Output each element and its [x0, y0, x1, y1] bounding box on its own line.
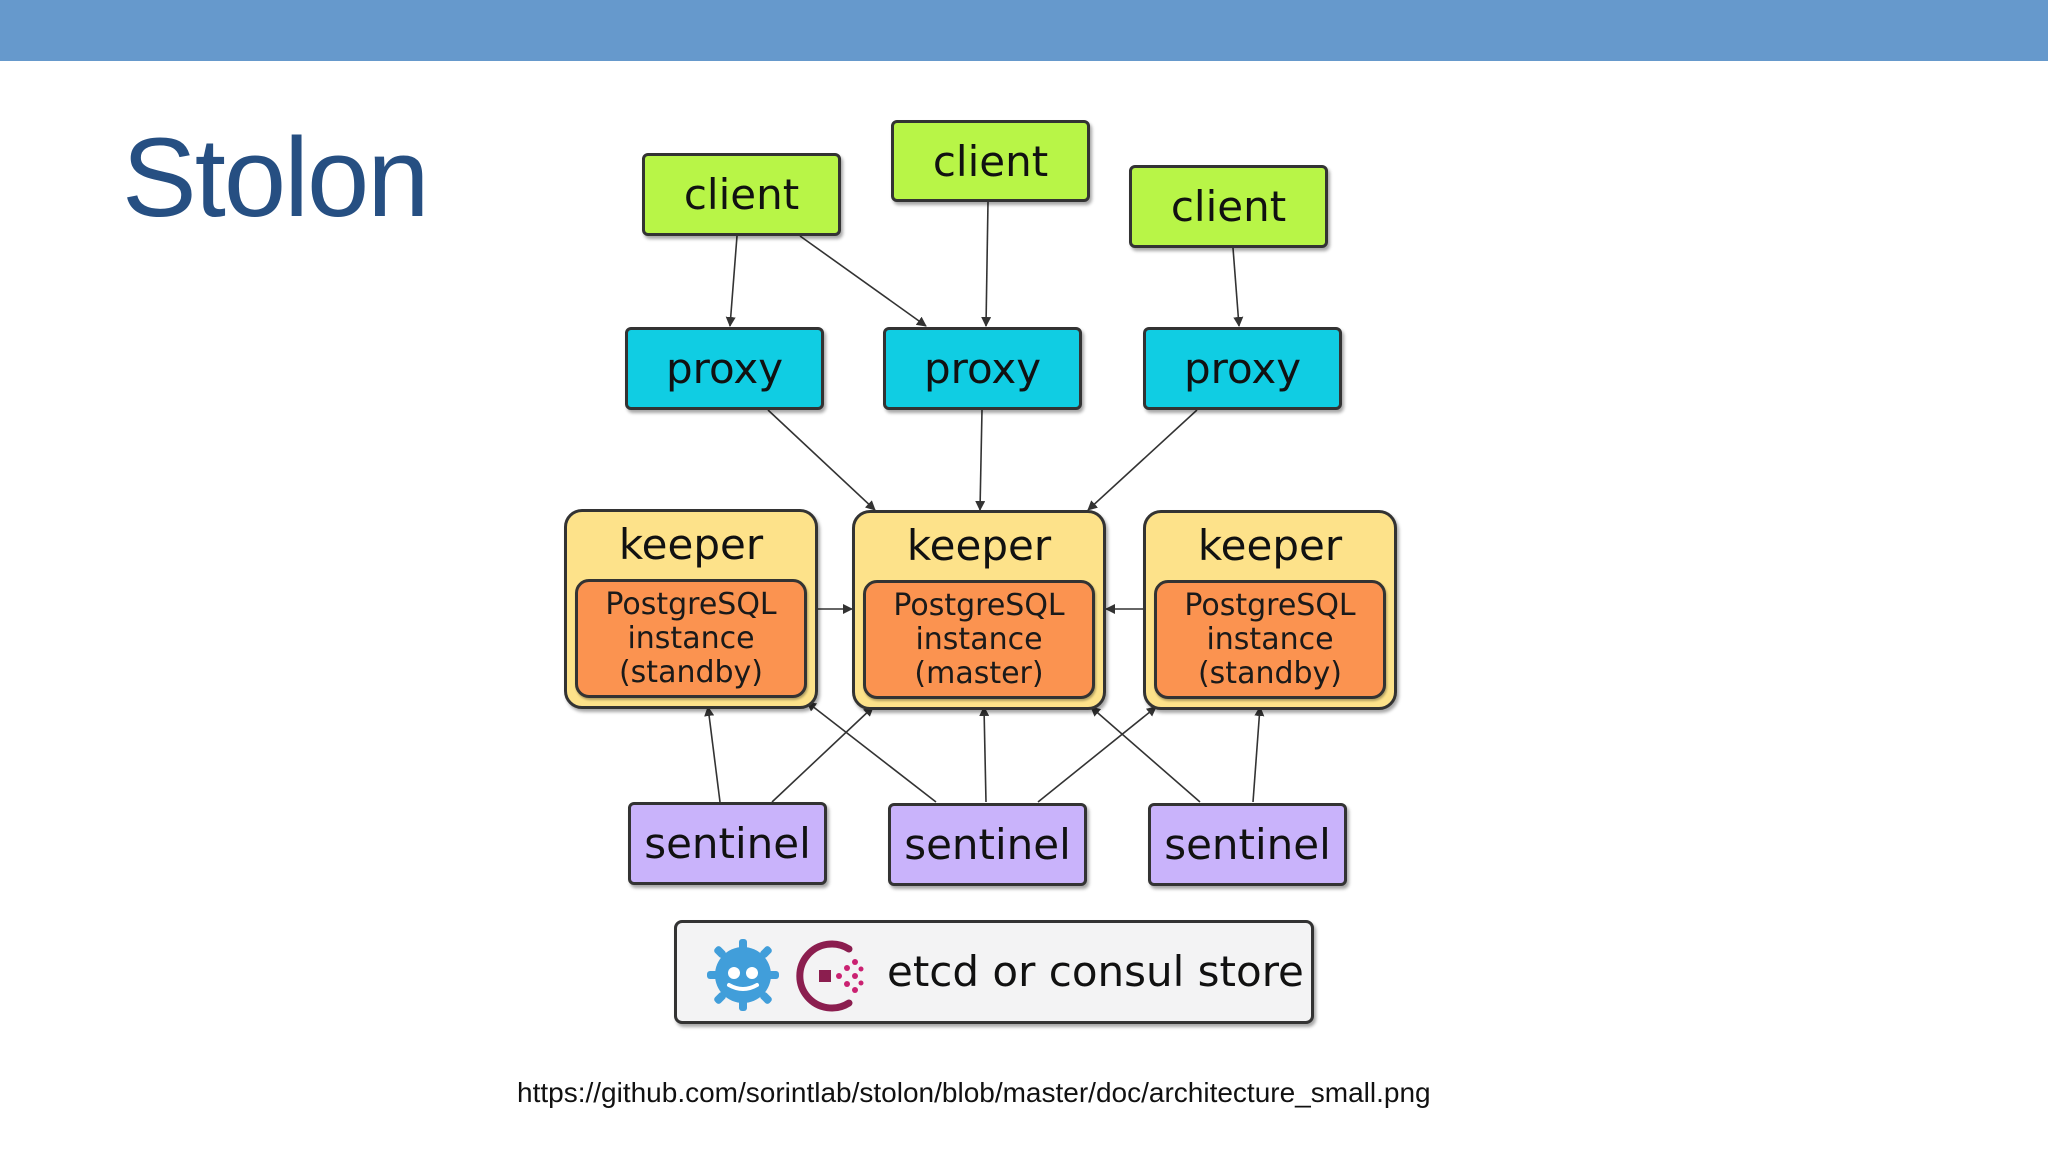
edge-client-3-proxy-3 — [1232, 247, 1244, 327]
pg-line: instance — [627, 620, 755, 656]
top-bar — [0, 0, 2048, 61]
pg-line: PostgreSQL — [605, 586, 777, 622]
source-url: https://github.com/sorintlab/stolon/blob… — [517, 1077, 1431, 1108]
keeper-label: keeper — [906, 521, 1052, 570]
edge-sentinel-1-keeper-1 — [704, 706, 721, 803]
proxy-label: proxy — [1183, 344, 1302, 393]
postgresql-instance-standby: PostgreSQL instance (standby) — [1154, 580, 1386, 699]
store-node: etcd or consul store — [674, 920, 1314, 1024]
edge-client-1-proxy-1 — [725, 235, 738, 327]
proxy-label: proxy — [665, 344, 784, 393]
consul-icon — [796, 940, 864, 1012]
keeper-node-1: keeper PostgreSQL instance (standby) — [564, 509, 818, 709]
proxy-node-2: proxy — [883, 327, 1082, 410]
edge-sentinel-2-keeper-1 — [806, 701, 937, 803]
postgresql-instance-standby: PostgreSQL instance (standby) — [575, 579, 807, 698]
client-node-1: client — [642, 153, 841, 236]
pg-line: instance — [915, 621, 1043, 657]
edge-proxy-3-keeper-2 — [1087, 409, 1198, 511]
proxy-node-1: proxy — [625, 327, 824, 410]
etcd-icon — [707, 939, 779, 1011]
pg-line: PostgreSQL — [1184, 587, 1356, 623]
edge-sentinel-2-keeper-3 — [1037, 706, 1157, 803]
edge-proxy-2-keeper-2 — [975, 409, 986, 511]
sentinel-label: sentinel — [644, 819, 811, 868]
edge-sentinel-1-keeper-2 — [771, 706, 874, 803]
edge-sentinel-2-keeper-2 — [979, 706, 990, 803]
pg-line: (standby) — [618, 654, 764, 690]
keeper-node-2: keeper PostgreSQL instance (master) — [852, 510, 1106, 710]
slide-title: Stolon — [122, 115, 430, 240]
pg-line: PostgreSQL — [893, 587, 1065, 623]
proxy-node-3: proxy — [1143, 327, 1342, 410]
proxy-label: proxy — [923, 344, 1042, 393]
sentinel-label: sentinel — [904, 820, 1071, 869]
sentinel-node-3: sentinel — [1148, 803, 1347, 886]
edge-sentinel-3-keeper-3 — [1252, 706, 1265, 803]
edge-sentinel-3-keeper-2 — [1090, 706, 1201, 803]
edge-client-1-proxy-2 — [799, 235, 927, 327]
sentinel-node-1: sentinel — [628, 802, 827, 885]
keeper-label: keeper — [618, 520, 764, 569]
sentinel-node-2: sentinel — [888, 803, 1087, 886]
client-label: client — [683, 170, 800, 219]
edge-client-2-proxy-2 — [981, 201, 992, 327]
store-label: etcd or consul store — [887, 947, 1304, 996]
client-label: client — [932, 136, 1049, 186]
keeper-label: keeper — [1197, 521, 1343, 570]
edge-proxy-1-keeper-2 — [767, 409, 876, 511]
keeper-node-3: keeper PostgreSQL instance (standby) — [1143, 510, 1397, 710]
client-node-2: client — [891, 120, 1090, 202]
pg-line: (standby) — [1197, 655, 1343, 691]
client-label: client — [1170, 182, 1287, 231]
pg-line: (master) — [914, 655, 1044, 691]
client-node-3: client — [1129, 165, 1328, 248]
sentinel-label: sentinel — [1164, 820, 1331, 869]
postgresql-instance-master: PostgreSQL instance (master) — [863, 580, 1095, 699]
pg-line: instance — [1206, 621, 1334, 657]
